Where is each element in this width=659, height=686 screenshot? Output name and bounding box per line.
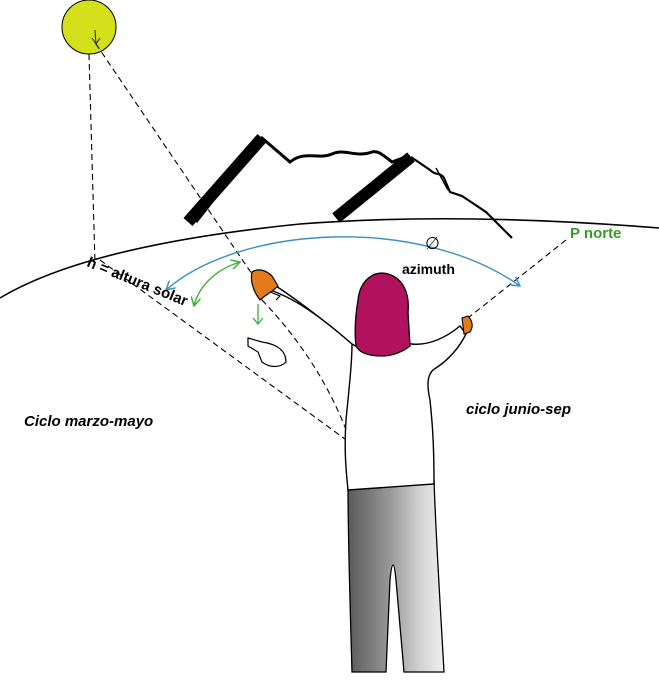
solar-height-label: h = altura solar: [85, 254, 191, 310]
cycle-right-label: ciclo junio-sep: [466, 401, 571, 418]
north-label: P norte: [570, 225, 621, 242]
sun-icon: [62, 0, 116, 54]
azimuth-symbol: ∅: [425, 234, 440, 253]
small-down-arrow: [253, 304, 263, 324]
solar-altitude-arc: [194, 262, 240, 306]
person-hair: [355, 273, 410, 356]
person-legs: [348, 480, 444, 672]
azimuth-label: azimuth: [402, 261, 455, 277]
arm-projection-dashed-line: [262, 300, 350, 440]
azimuth-arc: [166, 237, 520, 290]
pointing-hand-lower: [248, 338, 286, 367]
sun-ray-dashed-line: [96, 44, 256, 280]
cycle-left-label: Ciclo marzo-mayo: [24, 413, 153, 430]
mountains-icon: [188, 138, 512, 238]
sun-vertical-dashed-line: [89, 54, 95, 264]
north-dashed-line: [468, 240, 566, 318]
right-orange-hand: [462, 316, 472, 334]
